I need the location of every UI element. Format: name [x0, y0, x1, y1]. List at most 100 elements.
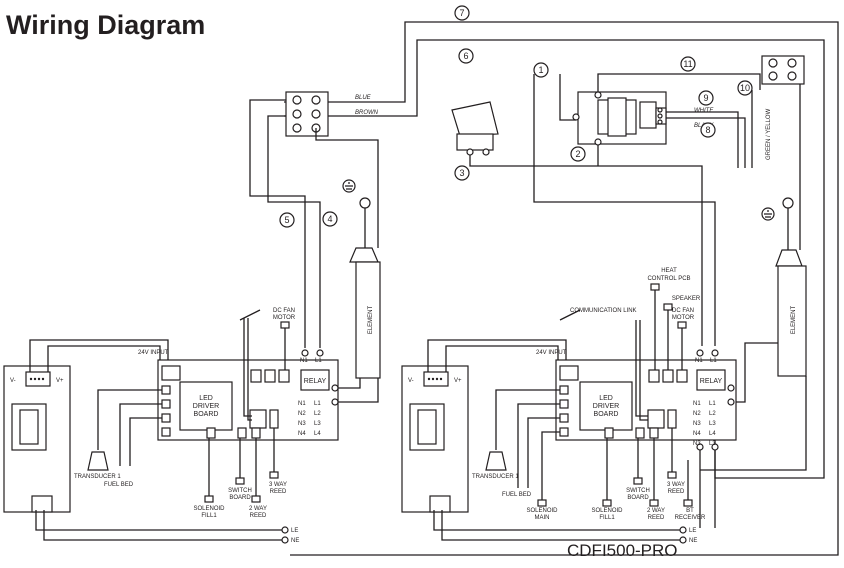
right-l4: L4: [709, 431, 716, 437]
sol-fill-line2: FILL1: [599, 515, 615, 521]
ground-icon: [342, 179, 356, 193]
left-switch-line1: SWITCH: [228, 488, 252, 494]
left-element: [349, 247, 381, 379]
right-element: [775, 249, 807, 377]
svg-text:3: 3: [459, 168, 464, 178]
ne-label-right: NE: [689, 538, 697, 544]
callout-6: 6: [458, 48, 474, 64]
svg-text:7: 7: [459, 8, 464, 18]
callout-9: 9: [698, 90, 714, 106]
right-l2: L2: [709, 411, 716, 417]
left-driver-line1: LED: [199, 395, 213, 402]
speaker-label: SPEAKER: [672, 296, 701, 302]
ne-label-left: NE: [291, 538, 299, 544]
le-label-left: LE: [291, 528, 298, 534]
left-l2: L2: [314, 411, 321, 417]
svg-text:4: 4: [327, 214, 332, 224]
left-solenoid-line2: FILL1: [201, 513, 217, 519]
blue-wire-label: BLUE: [355, 95, 372, 101]
right-fuelbed-label: FUEL BED: [502, 492, 532, 498]
wire-5: [249, 99, 306, 348]
svg-text:8: 8: [705, 125, 710, 135]
bt-line1: BT: [686, 508, 694, 514]
right-fan-line2: MOTOR: [672, 315, 695, 321]
right-n2: N2: [693, 411, 701, 417]
le-label-right: LE: [689, 528, 696, 534]
sol-main-line2: MAIN: [535, 515, 550, 521]
callout-1: 1: [533, 62, 549, 78]
right-input-label: 24V INPUT: [536, 350, 567, 356]
right-reed2-line2: REED: [648, 515, 665, 521]
svg-text:10: 10: [740, 83, 750, 93]
left-terminal-block: [285, 91, 329, 137]
psu-vminus-label: V-: [10, 378, 16, 384]
psu-vplus-label: V+: [56, 378, 64, 384]
left-l1: L1: [314, 401, 321, 407]
right-reed3-line1: 3 WAY: [667, 482, 685, 488]
right-terminal-block: [761, 55, 805, 85]
right-switch-line2: BOARD: [627, 495, 649, 501]
left-l3: L3: [314, 421, 321, 427]
rpsu-vplus-label: V+: [454, 378, 462, 384]
white-wire-label: WHITE: [694, 108, 714, 114]
callout-4: 4: [322, 211, 338, 227]
green-yellow-wire-label: GREEN / YELLOW: [766, 108, 772, 160]
left-reed2-line1: 2 WAY: [249, 506, 267, 512]
svg-text:6: 6: [463, 51, 468, 61]
left-reed3-line1: 3 WAY: [269, 482, 287, 488]
left-switch-line2: BOARD: [229, 495, 251, 501]
right-fan-line1: DC FAN: [672, 308, 694, 314]
left-n2: N2: [298, 411, 306, 417]
left-reed2-line2: REED: [250, 513, 267, 519]
rpsu-vminus-label: V-: [408, 378, 414, 384]
right-n3: N3: [693, 421, 701, 427]
heat-control-pcb: [572, 91, 667, 146]
right-l1: L1: [709, 401, 716, 407]
right-reed2-line1: 2 WAY: [647, 508, 665, 514]
svg-text:2: 2: [575, 149, 580, 159]
left-transducer-label: TRANSDUCER 1: [74, 474, 121, 480]
right-relay-label: RELAY: [700, 378, 723, 385]
left-driver-line3: BOARD: [194, 411, 219, 418]
left-n1-label: N1: [300, 358, 308, 364]
sol-main-line1: SOLENOID: [526, 508, 558, 514]
right-n4: N4: [693, 431, 701, 437]
left-n1: N1: [298, 401, 306, 407]
heat-control-line1: HEAT: [661, 268, 677, 274]
right-power-supply: [401, 365, 469, 513]
heat-control-line2: CONTROL PCB: [647, 276, 690, 282]
right-driver-line1: LED: [599, 395, 613, 402]
brown-wire-label: BROWN: [355, 110, 379, 116]
callout-8: 8: [700, 122, 716, 138]
callout-7: 7: [454, 5, 470, 21]
left-fuelbed-label: FUEL BED: [104, 482, 134, 488]
ground-icon-right: [761, 207, 775, 221]
right-reed3-line2: REED: [668, 489, 685, 495]
callout-2: 2: [570, 146, 586, 162]
left-power-supply: [3, 365, 71, 513]
callout-3: 3: [454, 165, 470, 181]
left-element-label: ELEMENT: [368, 305, 374, 334]
right-switch-line1: SWITCH: [626, 488, 650, 494]
wire-1: [533, 74, 716, 346]
right-n3b: N3: [693, 441, 701, 447]
wire-4: [267, 115, 321, 348]
svg-text:5: 5: [284, 215, 289, 225]
left-reed3-line2: REED: [270, 489, 287, 495]
svg-text:11: 11: [683, 59, 692, 69]
comm-link-label: COMMUNICATION LINK: [570, 308, 637, 314]
page-title: Wiring Diagram: [6, 10, 206, 40]
right-driver-line3: BOARD: [594, 411, 619, 418]
left-n4: N4: [298, 431, 306, 437]
bt-line2: RECEIVER: [675, 515, 706, 521]
left-input-label: 24V INPUT: [138, 350, 169, 356]
right-n1: N1: [693, 401, 701, 407]
svg-text:9: 9: [703, 93, 708, 103]
svg-text:1: 1: [538, 65, 543, 75]
left-fan-line2: MOTOR: [273, 315, 296, 321]
right-element-label: ELEMENT: [791, 305, 797, 334]
left-n3: N3: [298, 421, 306, 427]
left-driver-line2: DRIVER: [193, 403, 219, 410]
left-l4: L4: [314, 431, 321, 437]
